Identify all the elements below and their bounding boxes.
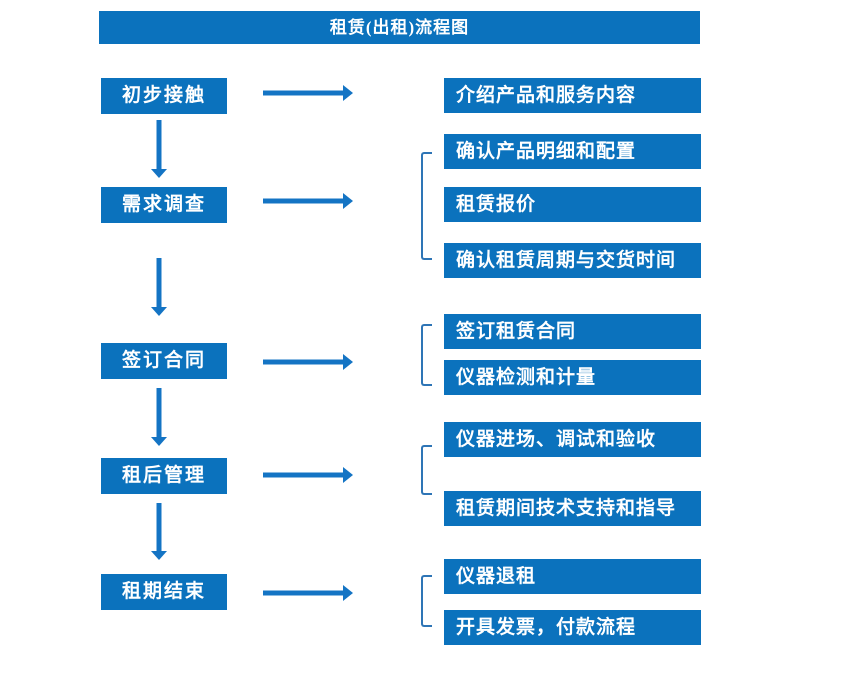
detail-box-sign-rental-contract: 签订租赁合同 xyxy=(444,314,701,349)
detail-box-confirm-product-details: 确认产品明细和配置 xyxy=(444,134,701,169)
detail-box-instrument-testing-metering: 仪器检测和计量 xyxy=(444,360,701,395)
group-bracket xyxy=(421,152,432,260)
right-arrow-icon xyxy=(263,585,353,601)
down-arrow-icon xyxy=(151,258,167,316)
down-arrow-icon xyxy=(151,120,167,178)
step-box-sign-contract: 签订合同 xyxy=(101,343,227,379)
down-arrow-icon xyxy=(151,503,167,560)
detail-box-rental-tech-support: 租赁期间技术支持和指导 xyxy=(444,491,701,526)
step-box-post-rental-management: 租后管理 xyxy=(101,458,227,494)
right-arrow-icon xyxy=(263,85,353,101)
group-bracket xyxy=(421,575,432,627)
right-arrow-icon xyxy=(263,354,353,370)
flowchart-title: 租赁(出租)流程图 xyxy=(99,11,700,44)
step-box-demand-survey: 需求调查 xyxy=(101,187,227,223)
detail-box-invoice-payment: 开具发票，付款流程 xyxy=(444,610,701,645)
step-box-initial-contact: 初步接触 xyxy=(101,78,227,114)
group-bracket xyxy=(421,445,432,495)
step-box-lease-end: 租期结束 xyxy=(101,574,227,610)
detail-box-introduce-products-services: 介绍产品和服务内容 xyxy=(444,78,701,113)
detail-box-instrument-return: 仪器退租 xyxy=(444,559,701,594)
detail-box-rental-quotation: 租赁报价 xyxy=(444,187,701,222)
detail-box-confirm-rental-period-delivery: 确认租赁周期与交货时间 xyxy=(444,243,701,278)
down-arrow-icon xyxy=(151,388,167,446)
right-arrow-icon xyxy=(263,467,353,483)
group-bracket xyxy=(421,324,432,386)
right-arrow-icon xyxy=(263,193,353,209)
detail-box-instrument-arrival-debug-acceptance: 仪器进场、调试和验收 xyxy=(444,422,701,457)
